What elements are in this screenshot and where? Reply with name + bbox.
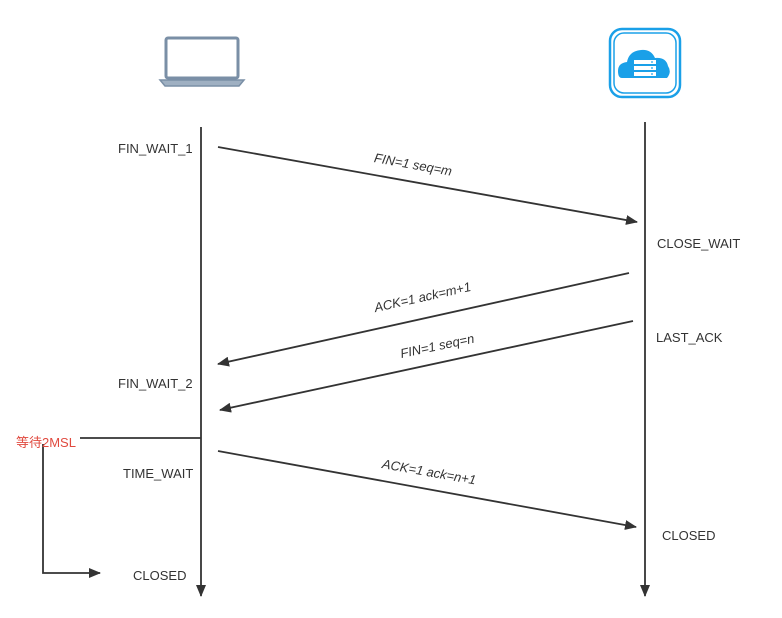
client-state-time-wait: TIME_WAIT: [123, 466, 194, 481]
fin2-arrow: [219, 320, 634, 413]
client-state-fin-wait-1: FIN_WAIT_1: [118, 141, 193, 156]
wait-2msl-note: 等待2MSL: [16, 435, 76, 450]
ack1-arrow: [217, 272, 630, 367]
client-state-closed: CLOSED: [133, 568, 187, 583]
wait-bracket-arrow: [42, 444, 101, 578]
server-state-closed: CLOSED: [662, 528, 716, 543]
server-state-close-wait: CLOSE_WAIT: [657, 236, 741, 251]
ack2-arrow: [217, 450, 637, 530]
client-state-fin-wait-2: FIN_WAIT_2: [118, 376, 193, 391]
laptop-icon: [158, 36, 246, 87]
server-state-last-ack: LAST_ACK: [656, 330, 723, 345]
cloud-server-icon: [608, 27, 682, 99]
fin1-arrow: [217, 146, 638, 225]
